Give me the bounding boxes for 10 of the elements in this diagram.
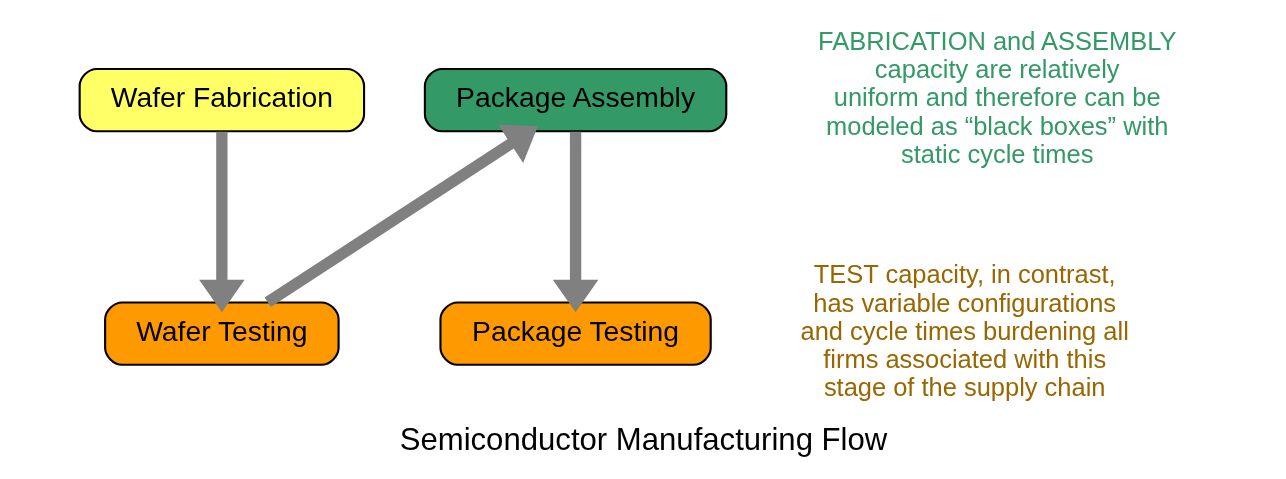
arrow xyxy=(264,124,538,308)
node-box: Package Testing xyxy=(438,301,712,366)
arrow xyxy=(552,131,598,313)
node-box: Wafer Testing xyxy=(103,301,340,366)
label: TEST capacity, in contrast, has variable configurations and cycle times burdening all firms associated with this stage of the supply chain xyxy=(800,260,1129,402)
node-box: Wafer Fabrication xyxy=(78,67,365,133)
node-box: Package Assembly xyxy=(423,67,727,133)
caption: Semiconductor Manufacturing Flow xyxy=(399,422,887,458)
arrow xyxy=(198,131,245,313)
label: FABRICATION and ASSEMBLY capacity are relatively uniform and therefore can be modeled as “black boxes” with static cycle times xyxy=(817,26,1176,168)
